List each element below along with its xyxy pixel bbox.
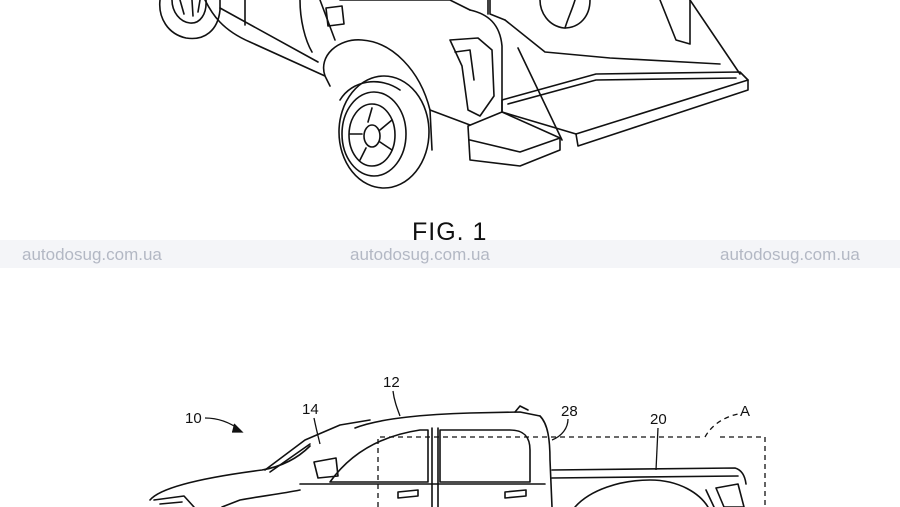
rear-door-handle [504, 489, 527, 499]
front-door-window [329, 429, 429, 483]
watermark-band [0, 240, 900, 268]
watermark-text: autodosug.com.ua [720, 245, 860, 264]
reference-numeral-10: 10 [185, 410, 202, 427]
leader-14 [313, 417, 321, 445]
rear-wheel-tire [338, 75, 430, 189]
leader-12 [392, 390, 401, 417]
leader-28 [551, 418, 569, 441]
hood [149, 445, 311, 501]
taillight [449, 37, 495, 117]
tailgate-cable-right [689, 0, 741, 75]
reference-numeral-14: 14 [302, 401, 319, 418]
windshield [264, 419, 371, 471]
bed-side [339, 0, 471, 11]
reference-letter-a: A [740, 403, 751, 420]
leader-20 [655, 427, 659, 471]
region-a-dashed-boundary [377, 436, 766, 507]
rear-fender [322, 39, 433, 151]
bed-taillight [715, 483, 745, 507]
headlight [153, 495, 195, 507]
rear-wheel-arch [574, 479, 709, 507]
roof [354, 411, 541, 429]
side-mirror [313, 457, 339, 479]
rear-door-window [439, 429, 531, 483]
front-door-handle [397, 489, 419, 499]
reference-numeral-28: 28 [561, 403, 578, 420]
fig-1-truck-rear-view [159, 0, 749, 189]
bed-rail [551, 467, 747, 485]
reference-numeral-12: 12 [383, 374, 400, 391]
reference-numeral-20: 20 [650, 411, 667, 428]
bed-interior [489, 0, 506, 21]
watermark-text: autodosug.com.ua [350, 245, 490, 264]
watermark-text: autodosug.com.ua [22, 245, 162, 264]
rocker-panel [204, 0, 331, 87]
tailgate-cable-left [517, 47, 563, 141]
